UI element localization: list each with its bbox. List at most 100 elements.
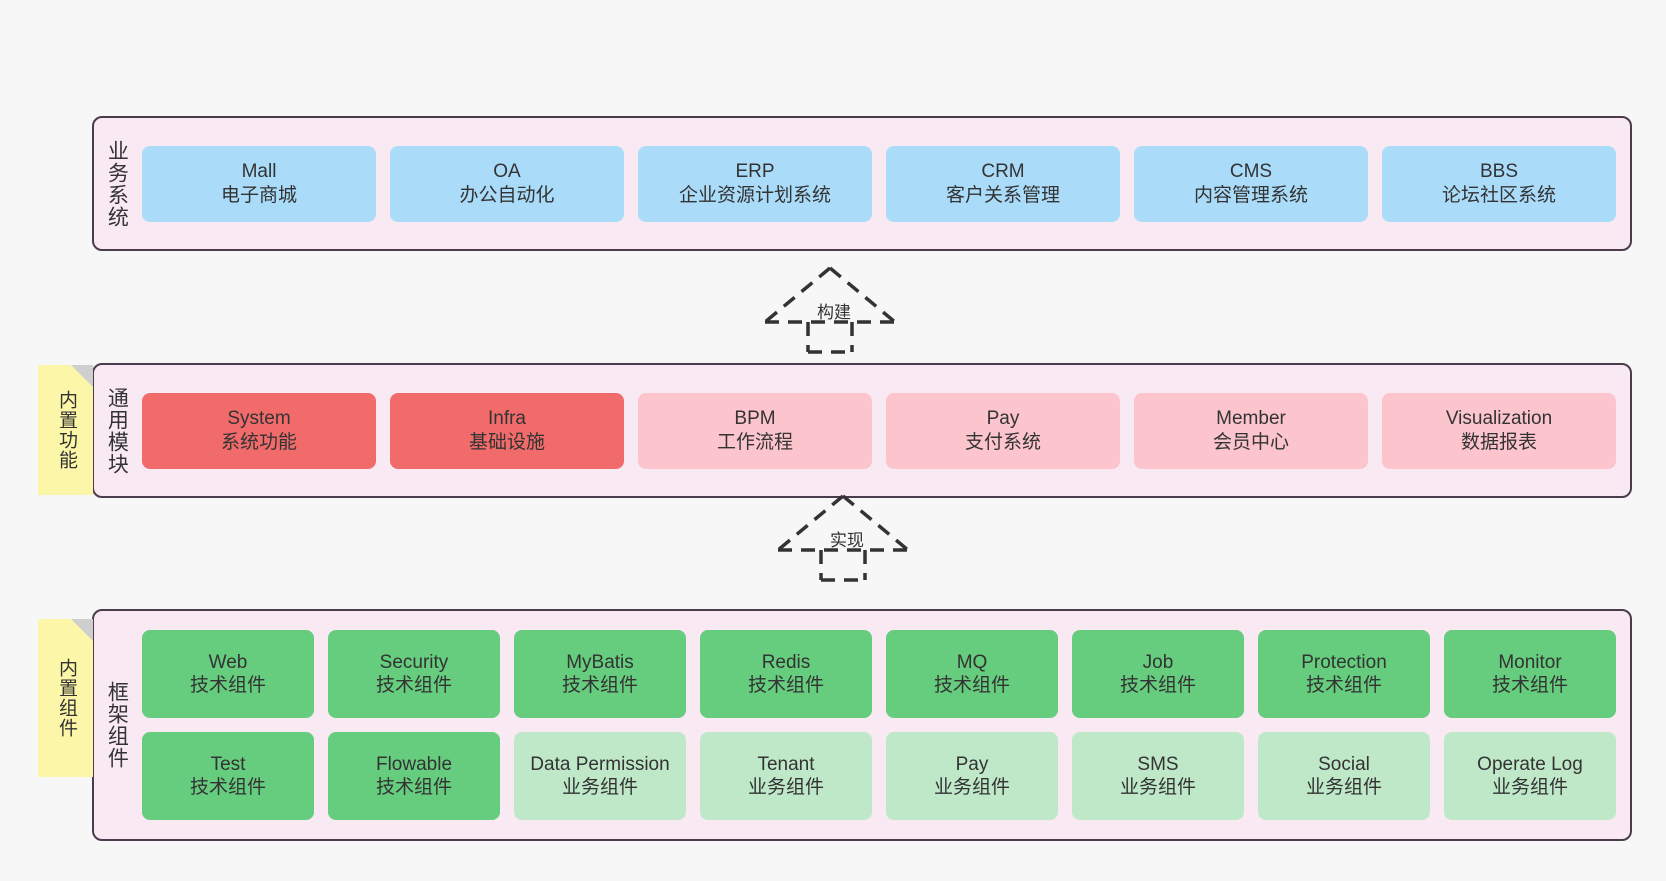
connector-build: 构建 [760,262,900,359]
card-subtitle: 技术组件 [933,675,1010,696]
card-title: Pay [955,753,989,775]
card-data-permission[interactable]: Data Permission 业务组件 [514,732,686,820]
card-mq[interactable]: MQ 技术组件 [886,630,1058,718]
layer-framework-component: 框架组件 Web 技术组件 Security 技术组件 MyBatis 技术组件… [92,609,1632,841]
card-subtitle: 会员中心 [1212,431,1289,453]
card-bbs[interactable]: BBS 论坛社区系统 [1382,145,1616,222]
card-subtitle: 业务组件 [933,777,1010,798]
card-redis[interactable]: Redis 技术组件 [700,630,872,718]
card-title: Social [1318,753,1370,775]
card-title: Tenant [757,753,815,775]
card-title: SMS [1137,753,1179,775]
layer-body-framework: Web 技术组件 Security 技术组件 MyBatis 技术组件 Redi… [138,611,1630,839]
card-row: Test 技术组件 Flowable 技术组件 Data Permission … [142,732,1616,820]
card-row: Web 技术组件 Security 技术组件 MyBatis 技术组件 Redi… [142,630,1616,718]
card-subtitle: 基础设施 [468,431,545,453]
card-title: BPM [734,408,776,430]
card-title: Data Permission [530,753,670,775]
card-cms[interactable]: CMS 内容管理系统 [1134,145,1368,222]
card-erp[interactable]: ERP 企业资源计划系统 [638,145,872,222]
card-title: Member [1216,408,1286,430]
card-mall[interactable]: Mall 电子商城 [142,145,376,222]
card-subtitle: 系统功能 [220,431,297,453]
card-title: OA [493,161,521,183]
card-monitor[interactable]: Monitor 技术组件 [1444,630,1616,718]
layer-title-framework: 框架组件 [105,681,129,769]
card-subtitle: 技术组件 [747,675,824,696]
card-subtitle: 技术组件 [1305,675,1382,696]
card-subtitle: 业务组件 [561,777,638,798]
card-title: Mall [241,161,277,183]
card-title: CMS [1229,161,1273,183]
card-security[interactable]: Security 技术组件 [328,630,500,718]
card-subtitle: 论坛社区系统 [1441,184,1556,206]
card-subtitle: 工作流程 [716,431,793,453]
card-web[interactable]: Web 技术组件 [142,630,314,718]
sticky-note-builtin-function: 内置功能 [38,365,93,495]
card-pay-business[interactable]: Pay 业务组件 [886,732,1058,820]
layer-body-business: Mall 电子商城 OA 办公自动化 ERP 企业资源计划系统 CRM 客户关系… [138,118,1630,249]
card-subtitle: 业务组件 [1119,777,1196,798]
card-member[interactable]: Member 会员中心 [1134,392,1368,469]
card-operate-log[interactable]: Operate Log 业务组件 [1444,732,1616,820]
card-title: CRM [981,161,1025,183]
layer-body-module: System 系统功能 Infra 基础设施 BPM 工作流程 Pay 支付系统… [138,365,1630,496]
connector-implement: 实现 [773,490,913,587]
card-subtitle: 办公自动化 [459,184,555,206]
card-subtitle: 技术组件 [375,675,452,696]
card-title: System [227,408,291,430]
sticky-label: 内置功能 [55,390,77,470]
card-subtitle: 企业资源计划系统 [678,184,831,206]
card-subtitle: 电子商城 [220,184,297,206]
card-title: Web [208,651,248,673]
dashed-generalization-arrow-icon [776,494,910,582]
card-subtitle: 数据报表 [1460,431,1537,453]
card-subtitle: 技术组件 [375,777,452,798]
layer-title-module: 通用模块 [105,386,129,475]
card-subtitle: 业务组件 [1305,777,1382,798]
card-subtitle: 技术组件 [1119,675,1196,696]
sticky-note-builtin-component: 内置组件 [38,619,93,777]
sticky-fold-icon [71,365,93,387]
card-flowable[interactable]: Flowable 技术组件 [328,732,500,820]
card-oa[interactable]: OA 办公自动化 [390,145,624,222]
card-subtitle: 业务组件 [747,777,824,798]
card-title: Visualization [1445,408,1553,430]
card-subtitle: 支付系统 [964,431,1041,453]
card-title: Flowable [375,753,453,775]
card-social[interactable]: Social 业务组件 [1258,732,1430,820]
card-subtitle: 业务组件 [1491,777,1568,798]
card-title: Test [210,753,246,775]
card-row: Mall 电子商城 OA 办公自动化 ERP 企业资源计划系统 CRM 客户关系… [142,145,1616,222]
card-visualization[interactable]: Visualization 数据报表 [1382,392,1616,469]
card-bpm[interactable]: BPM 工作流程 [638,392,872,469]
card-tenant[interactable]: Tenant 业务组件 [700,732,872,820]
card-infra[interactable]: Infra 基础设施 [390,392,624,469]
card-title: Redis [761,651,811,673]
card-test[interactable]: Test 技术组件 [142,732,314,820]
layer-common-module: 通用模块 System 系统功能 Infra 基础设施 BPM 工作流程 Pay… [92,363,1632,498]
card-crm[interactable]: CRM 客户关系管理 [886,145,1120,222]
dashed-generalization-arrow-icon [763,266,897,354]
card-sms[interactable]: SMS 业务组件 [1072,732,1244,820]
card-title: ERP [735,161,775,183]
card-title: MyBatis [566,651,634,673]
card-subtitle: 技术组件 [561,675,638,696]
card-pay[interactable]: Pay 支付系统 [886,392,1120,469]
layer-business-system: 业务系统 Mall 电子商城 OA 办公自动化 ERP 企业资源计划系统 CRM… [92,116,1632,251]
card-subtitle: 技术组件 [1491,675,1568,696]
card-title: Pay [986,408,1020,430]
card-title: Protection [1301,651,1387,673]
card-job[interactable]: Job 技术组件 [1072,630,1244,718]
card-title: Operate Log [1477,753,1583,775]
card-mybatis[interactable]: MyBatis 技术组件 [514,630,686,718]
card-title: MQ [956,651,988,673]
card-row: System 系统功能 Infra 基础设施 BPM 工作流程 Pay 支付系统… [142,392,1616,469]
card-system[interactable]: System 系统功能 [142,392,376,469]
card-subtitle: 客户关系管理 [945,184,1060,206]
sticky-label: 内置组件 [55,658,77,738]
card-title: BBS [1479,161,1519,183]
layer-title-business: 业务系统 [105,139,129,228]
card-protection[interactable]: Protection 技术组件 [1258,630,1430,718]
